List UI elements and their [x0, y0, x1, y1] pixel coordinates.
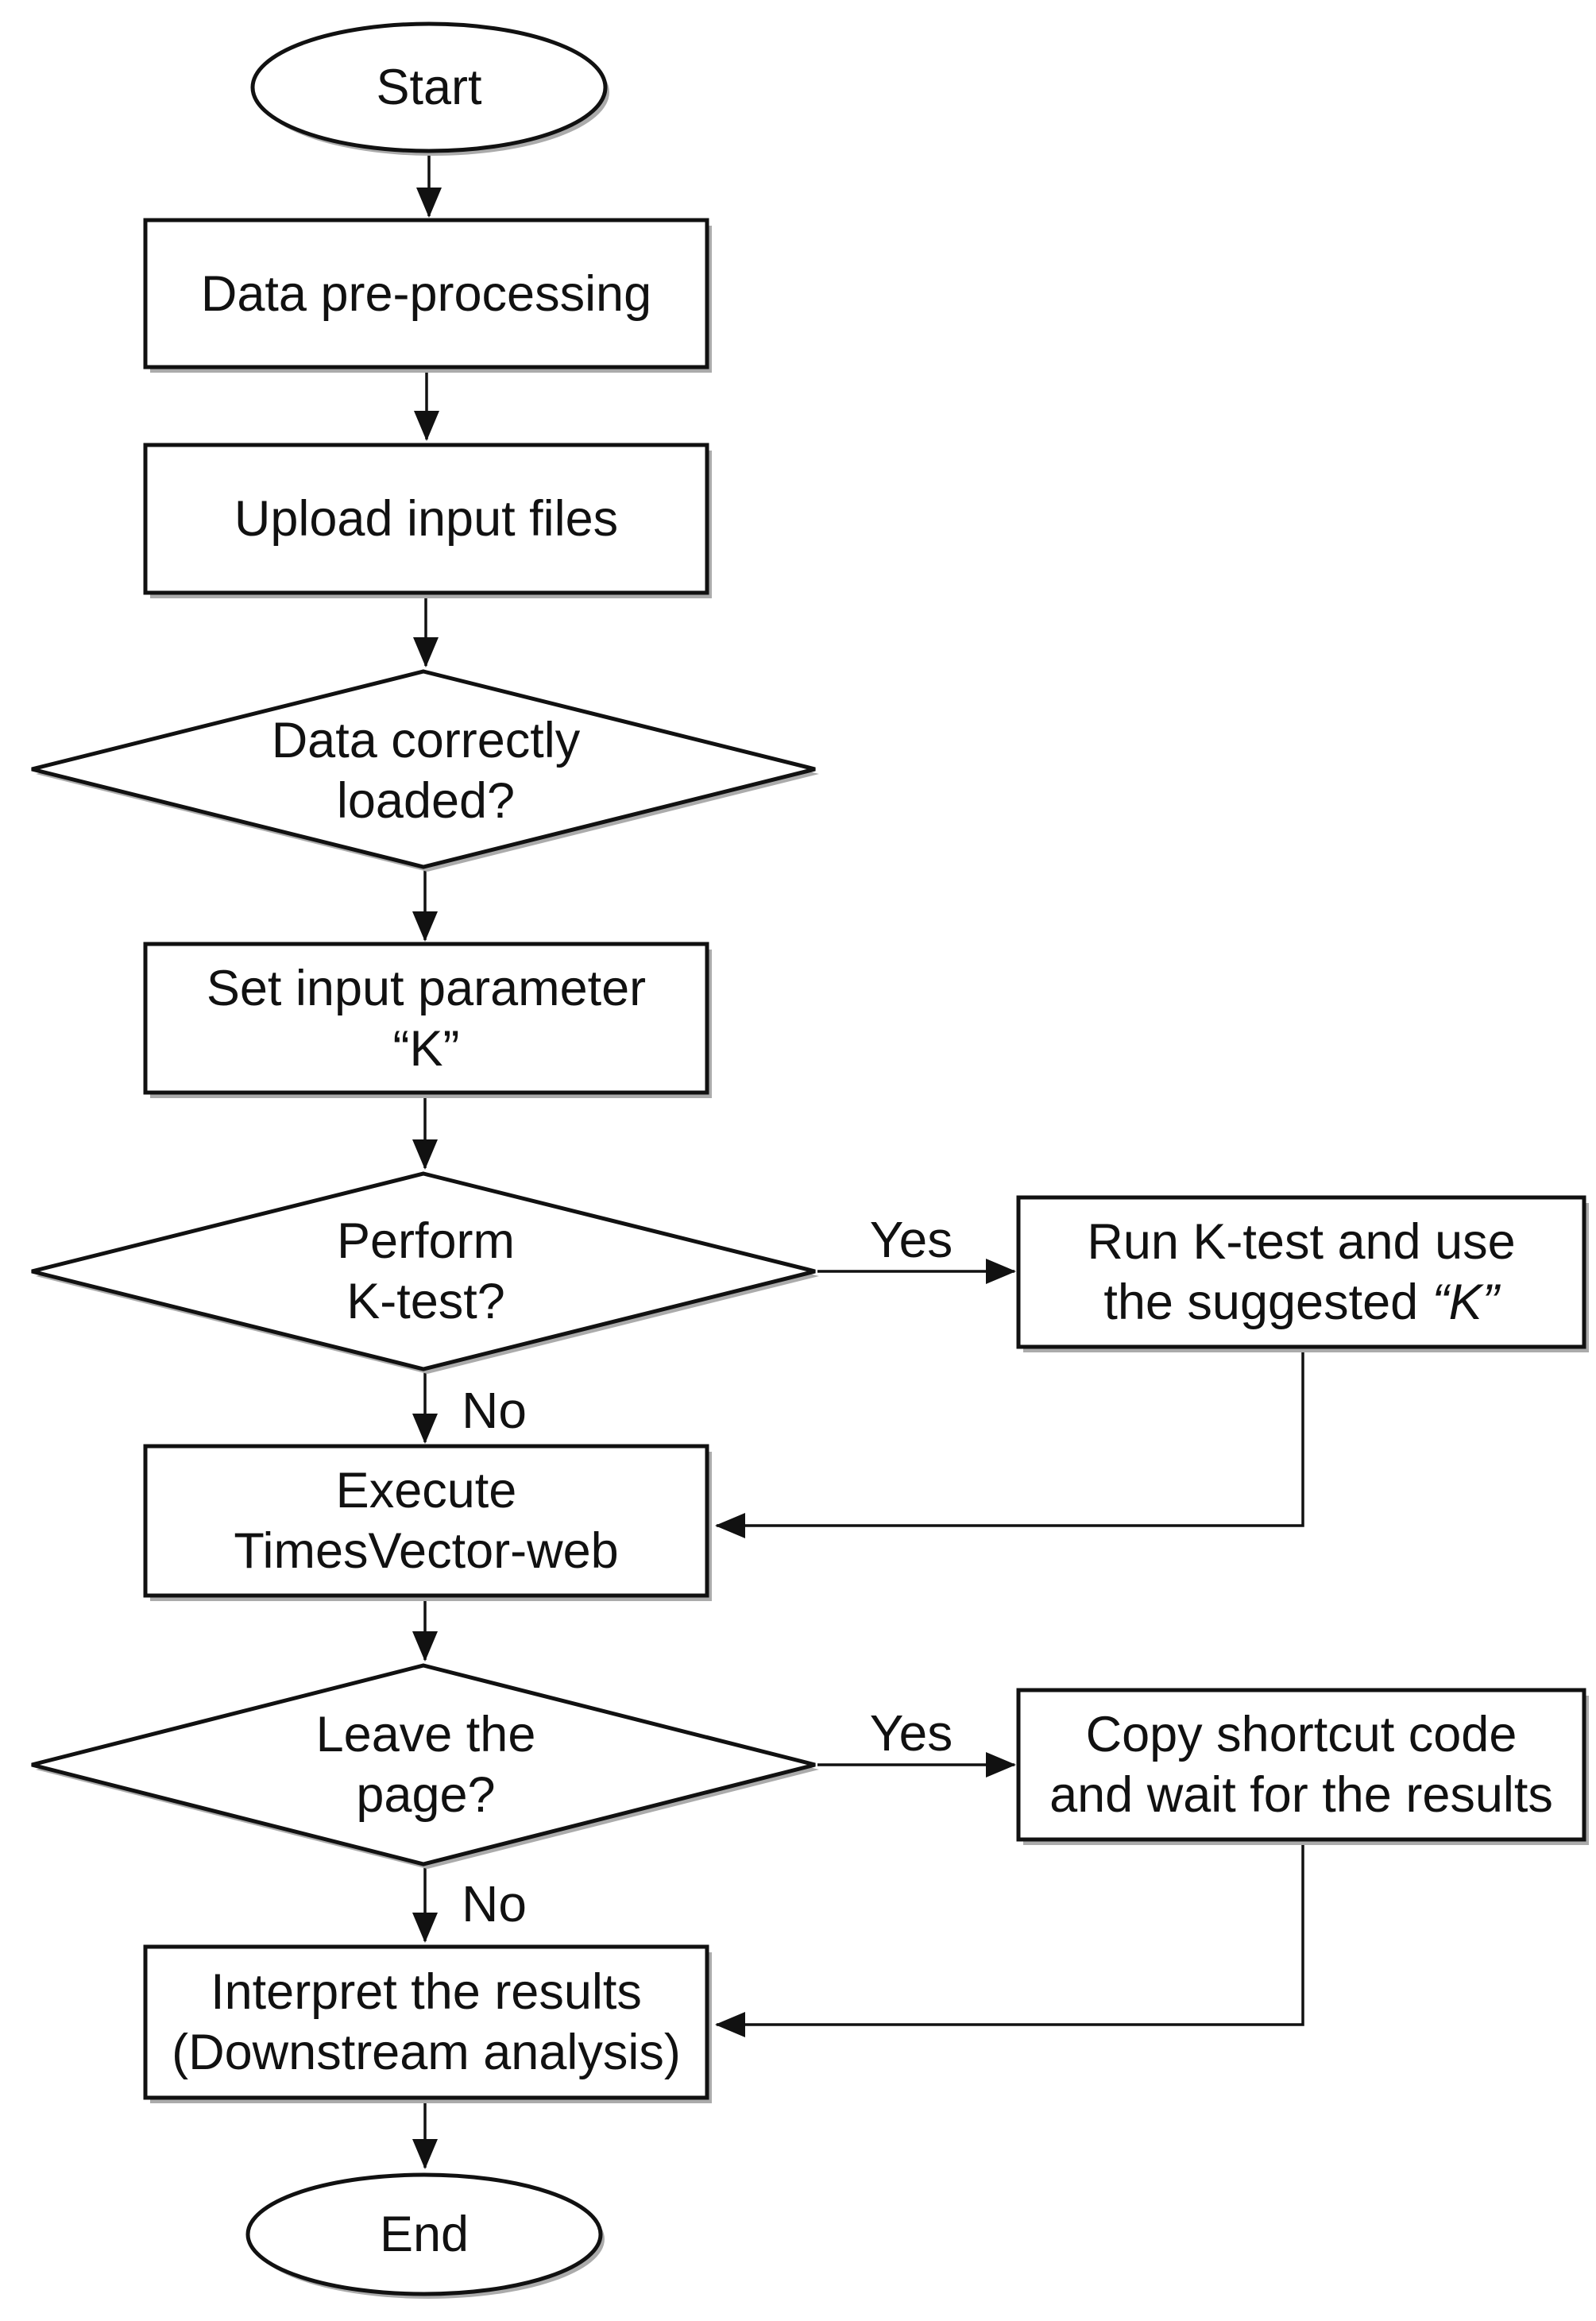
preprocess-label-text: Data pre-processing: [200, 265, 652, 322]
runktest-label-line2-text: the suggested: [1103, 1275, 1419, 1330]
end-label: End: [248, 2175, 601, 2294]
leave-label-line1: Leave the: [315, 1706, 536, 1762]
interpret-box: [143, 1944, 709, 2100]
upload-label-text: Upload input files: [234, 491, 619, 547]
runktest-label-line1: Run K-test and use: [1087, 1214, 1516, 1270]
execute-label: Execute TimesVector-web: [145, 1446, 707, 1596]
setk-box: [143, 942, 709, 1095]
ktest-no-label: No: [435, 1380, 554, 1441]
ktest-label: Perform K-test?: [25, 1186, 826, 1356]
leave-no-label-text: No: [462, 1875, 527, 1932]
setk-label-line2: “K”: [392, 1020, 460, 1077]
copycode-label-line1: Copy shortcut code: [1085, 1707, 1517, 1762]
execute-label-line1: Execute: [335, 1463, 517, 1518]
loaded-diamond: [31, 669, 816, 869]
ktest-diamond: [31, 1171, 816, 1371]
preprocess-label: Data pre-processing: [145, 220, 707, 367]
loaded-label: Data correctly loaded?: [25, 685, 826, 856]
upload-label: Upload input files: [145, 445, 707, 593]
ktest-no-label-text: No: [462, 1382, 527, 1439]
runktest-label: Run K-test and use the suggested “K”: [1018, 1197, 1584, 1347]
ktest-label-line2: K-test?: [346, 1273, 505, 1329]
ktest-yes-label: Yes: [848, 1209, 975, 1270]
copycode-label-line2: and wait for the results: [1049, 1767, 1553, 1823]
setk-label: Set input parameter “K”: [145, 944, 707, 1093]
end-label-text: End: [379, 2207, 470, 2262]
end-ellipse: [245, 2172, 603, 2296]
copycode-label: Copy shortcut code and wait for the resu…: [1018, 1690, 1584, 1839]
interpret-label: Interpret the results (Downstream analys…: [145, 1947, 707, 2098]
interpret-label-line1: Interpret the results: [211, 1964, 642, 2020]
leave-yes-label: Yes: [848, 1703, 975, 1763]
loaded-label-line1: Data correctly: [271, 712, 581, 768]
edge-copycode-to-interpret: [715, 1841, 1304, 2037]
start-label: Start: [253, 32, 605, 143]
execute-box: [143, 1444, 709, 1598]
runktest-label-k-word: “K”: [1432, 1275, 1499, 1330]
leave-label-line2: page?: [356, 1766, 496, 1823]
loaded-label-line2: loaded?: [336, 772, 516, 829]
upload-box: [143, 443, 709, 595]
ktest-label-line1: Perform: [336, 1213, 516, 1269]
execute-label-line2: TimesVector-web: [234, 1523, 619, 1579]
start-label-text: Start: [376, 60, 482, 115]
leave-diamond: [31, 1663, 816, 1866]
start-ellipse: [250, 21, 608, 153]
leave-yes-label-text: Yes: [869, 1704, 953, 1762]
ktest-yes-label-text: Yes: [869, 1211, 953, 1268]
edge-runktest-to-execute: [715, 1348, 1304, 1538]
leave-no-label: No: [435, 1874, 554, 1934]
runktest-box: [1016, 1195, 1586, 1349]
copycode-box: [1016, 1688, 1586, 1842]
runktest-label-line2: the suggested “K”: [1103, 1272, 1498, 1333]
leave-label: Leave the page?: [25, 1679, 826, 1850]
setk-label-line1: Set input parameter: [206, 960, 647, 1016]
preprocess-box: [143, 218, 709, 369]
interpret-label-line2: (Downstream analysis): [172, 2025, 681, 2080]
